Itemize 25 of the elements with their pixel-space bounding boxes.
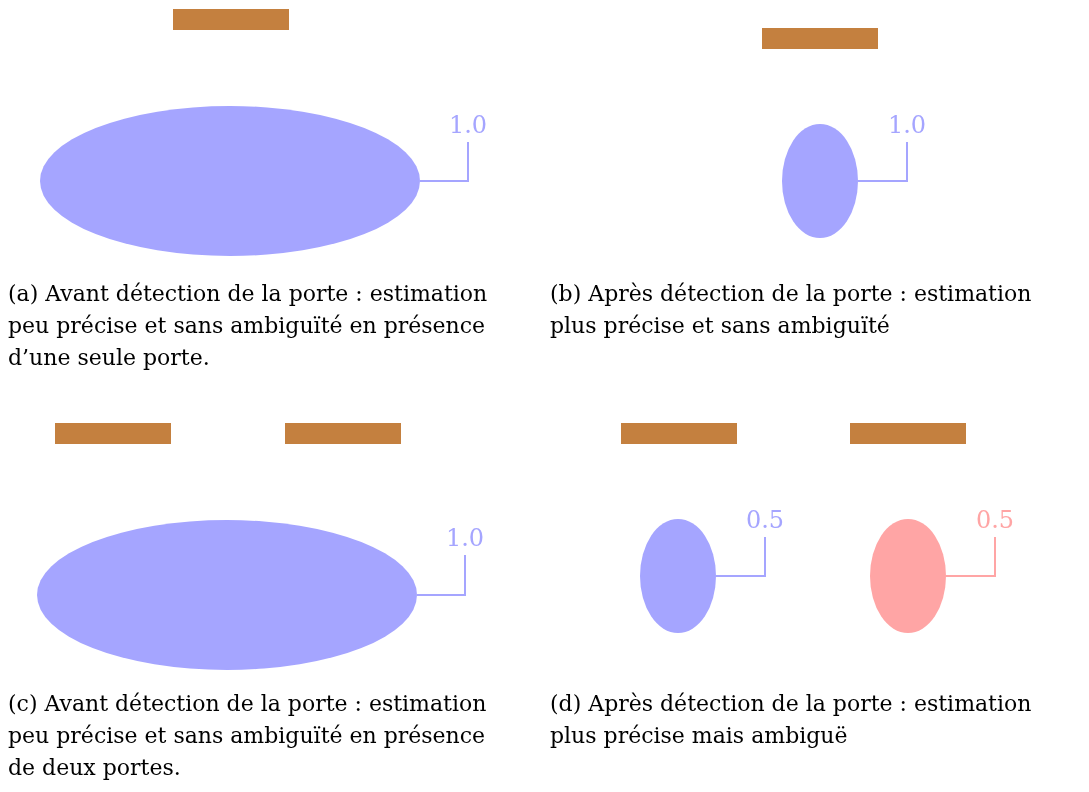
figure-caption: (c) Avant détection de la porte : estimation peu précise et sans ambiguïté en présence de deux portes.: [8, 690, 488, 782]
figure-caption: (d) Après détection de la porte : estimation plus précise mais ambiguë: [550, 690, 1033, 750]
leader-line: [419, 141, 469, 182]
estimate-ellipse: [870, 519, 946, 633]
door-bar: [762, 28, 878, 49]
leader-line: [416, 554, 466, 596]
probability-value: 0.5: [965, 503, 1025, 537]
probability-value: 1.0: [438, 108, 498, 142]
leader-line: [945, 536, 996, 577]
door-bar: [621, 423, 737, 444]
estimate-ellipse: [37, 520, 417, 670]
door-bar: [55, 423, 171, 444]
probability-value: 1.0: [877, 108, 937, 142]
figure-caption: (a) Avant détection de la porte : estimation peu précise et sans ambiguïté en présence d’une seule porte.: [8, 280, 489, 372]
figure-caption: (b) Après détection de la porte : estimation plus précise et sans ambiguïté: [550, 280, 1033, 340]
estimate-ellipse: [40, 106, 420, 256]
estimate-ellipse: [640, 519, 716, 633]
door-bar: [285, 423, 401, 444]
estimate-ellipse: [782, 124, 858, 238]
door-bar: [850, 423, 966, 444]
probability-value: 0.5: [735, 503, 795, 537]
leader-line: [857, 141, 908, 182]
leader-line: [715, 536, 766, 577]
door-bar: [173, 9, 289, 30]
probability-value: 1.0: [435, 521, 495, 555]
